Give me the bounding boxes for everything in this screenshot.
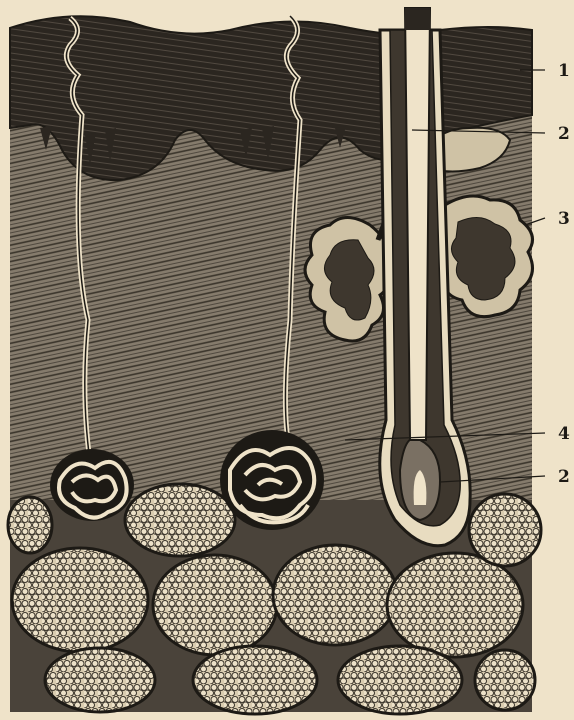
callout-sebaceous-gland: 3 (558, 209, 570, 229)
fat-lobule (475, 650, 535, 710)
callout-sweat-duct: 4 (558, 424, 570, 444)
fat-lobule (387, 553, 523, 657)
fat-lobule (153, 555, 277, 655)
callout-epidermis: 1 (558, 61, 570, 81)
fat-lobule (193, 646, 317, 714)
fat-lobule (45, 648, 155, 712)
fat-lobule (125, 484, 235, 556)
sweat-gland-coil (220, 430, 324, 530)
hair-shaft (405, 8, 430, 440)
fat-lobule (8, 497, 52, 553)
fat-lobule (469, 494, 541, 566)
hair-shaft-tip (405, 8, 430, 30)
fat-lobule (338, 646, 462, 714)
fat-lobule (273, 545, 397, 645)
callout-hair-shaft: 2 (558, 124, 570, 144)
callout-hair-follicle: 2 (558, 467, 570, 487)
fat-lobule (12, 548, 148, 652)
sweat-gland-coil (50, 449, 134, 521)
